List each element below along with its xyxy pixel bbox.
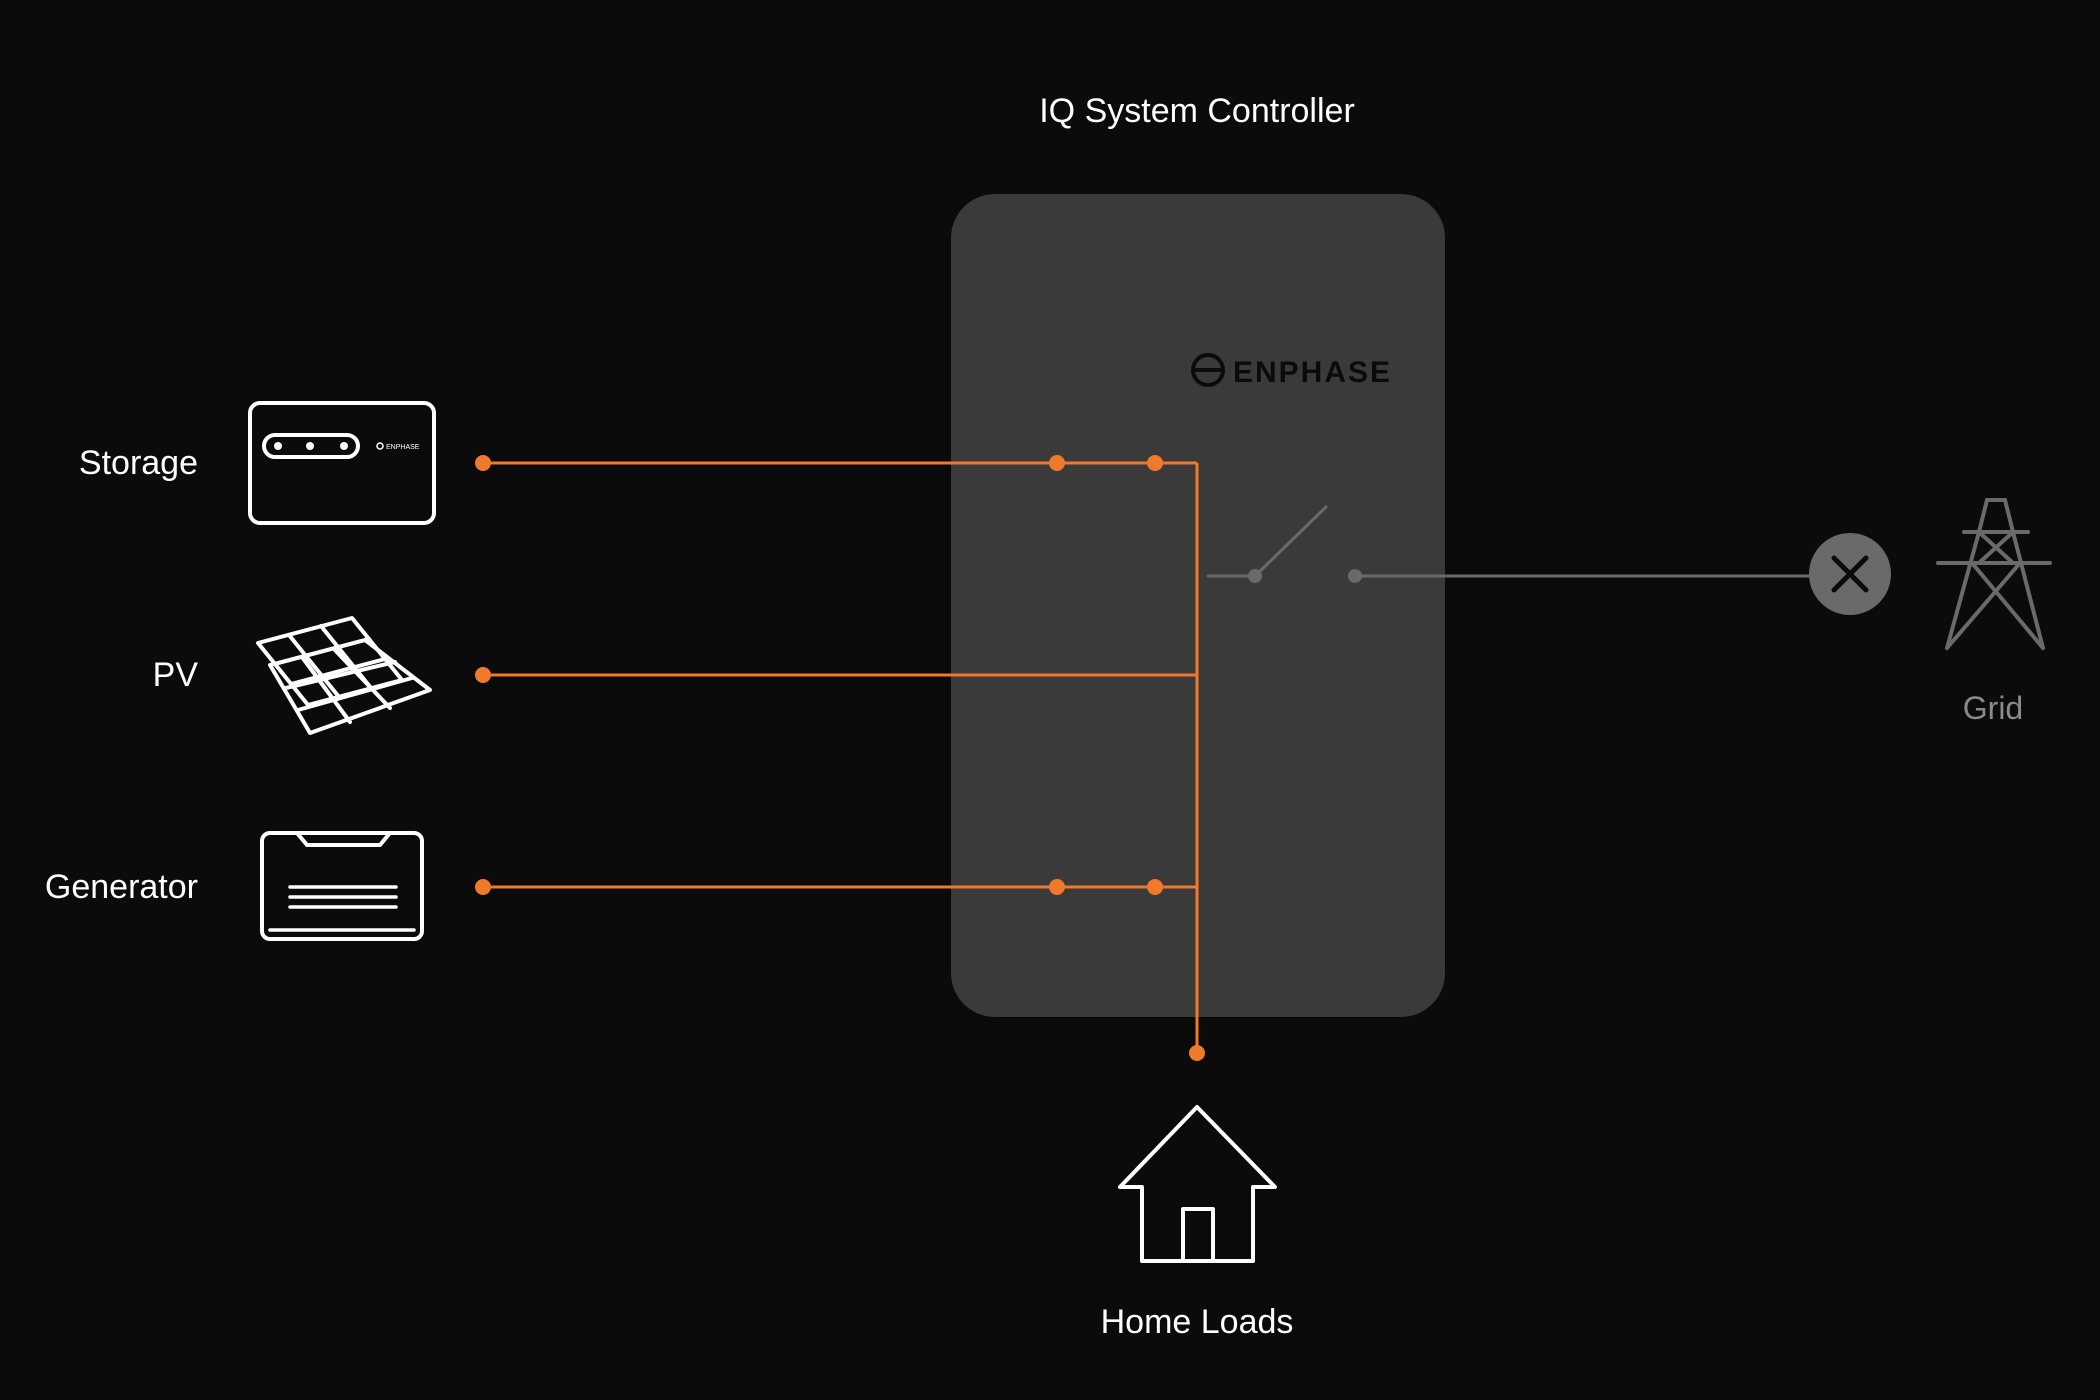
storage-label: Storage <box>79 444 198 482</box>
enphase-logo: ENPHASE <box>1191 353 1392 389</box>
pv-source-dot <box>475 667 491 683</box>
generator-icon <box>260 831 424 941</box>
controller-title: IQ System Controller <box>1039 92 1355 130</box>
enphase-logo-icon <box>1191 353 1225 387</box>
storage-junction-dot-1 <box>1049 455 1065 471</box>
storage-junction-dot-2 <box>1147 455 1163 471</box>
generator-junction-dot-1 <box>1049 879 1065 895</box>
battery-brand-mark: ENPHASE <box>386 444 420 451</box>
house-icon <box>1118 1105 1277 1263</box>
generator-source-dot <box>475 879 491 895</box>
active-wiring <box>475 455 1205 1061</box>
generator-junction-dot-2 <box>1147 879 1163 895</box>
disconnected-x-icon <box>1809 533 1891 615</box>
generator-label: Generator <box>45 868 198 906</box>
pv-label: PV <box>153 656 199 694</box>
grid-switch <box>1207 504 1810 583</box>
battery-storage-icon: ENPHASE <box>248 401 436 525</box>
transmission-tower-icon <box>1936 498 2052 650</box>
home-loads-dot <box>1189 1045 1205 1061</box>
home-loads-label: Home Loads <box>1101 1303 1294 1341</box>
grid-label: Grid <box>1963 690 2023 726</box>
solar-panel-icon <box>256 616 432 735</box>
storage-source-dot <box>475 455 491 471</box>
enphase-logo-text: ENPHASE <box>1233 356 1392 389</box>
switch-blade <box>1253 504 1329 578</box>
